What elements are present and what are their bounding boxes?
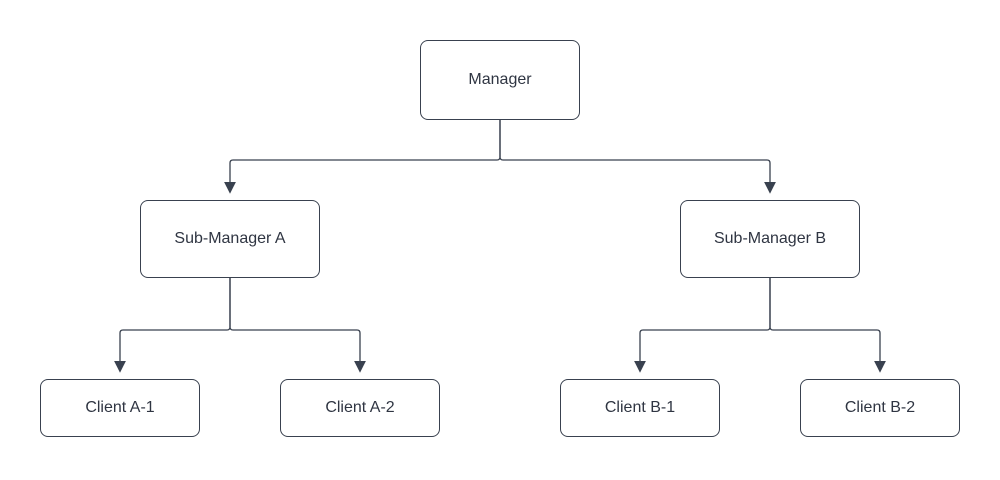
node-manager[interactable]: Manager — [420, 40, 580, 120]
node-sub-manager-a-label: Sub-Manager A — [174, 230, 286, 248]
node-sub-manager-b-label: Sub-Manager B — [713, 230, 827, 248]
edge-manager-to-sub-manager-a — [224, 120, 501, 194]
edge-sub-manager-a-to-client-a1 — [114, 278, 231, 373]
node-sub-manager-b[interactable]: Sub-Manager B — [680, 200, 860, 278]
edge-manager-to-sub-manager-b — [499, 120, 776, 194]
node-manager-label: Manager — [468, 71, 532, 89]
node-client-a2-label: Client A-2 — [325, 399, 395, 417]
node-sub-manager-a[interactable]: Sub-Manager A — [140, 200, 320, 278]
edge-sub-manager-b-to-client-b1 — [634, 278, 771, 373]
edge-sub-manager-b-to-client-b2 — [769, 278, 886, 373]
node-client-a2[interactable]: Client A-2 — [280, 379, 440, 437]
node-client-b2[interactable]: Client B-2 — [800, 379, 960, 437]
node-client-a1[interactable]: Client A-1 — [40, 379, 200, 437]
node-client-b2-label: Client B-2 — [844, 399, 916, 417]
node-client-b1[interactable]: Client B-1 — [560, 379, 720, 437]
edge-sub-manager-a-to-client-a2 — [229, 278, 366, 373]
node-client-a1-label: Client A-1 — [85, 399, 155, 417]
node-client-b1-label: Client B-1 — [604, 399, 676, 417]
